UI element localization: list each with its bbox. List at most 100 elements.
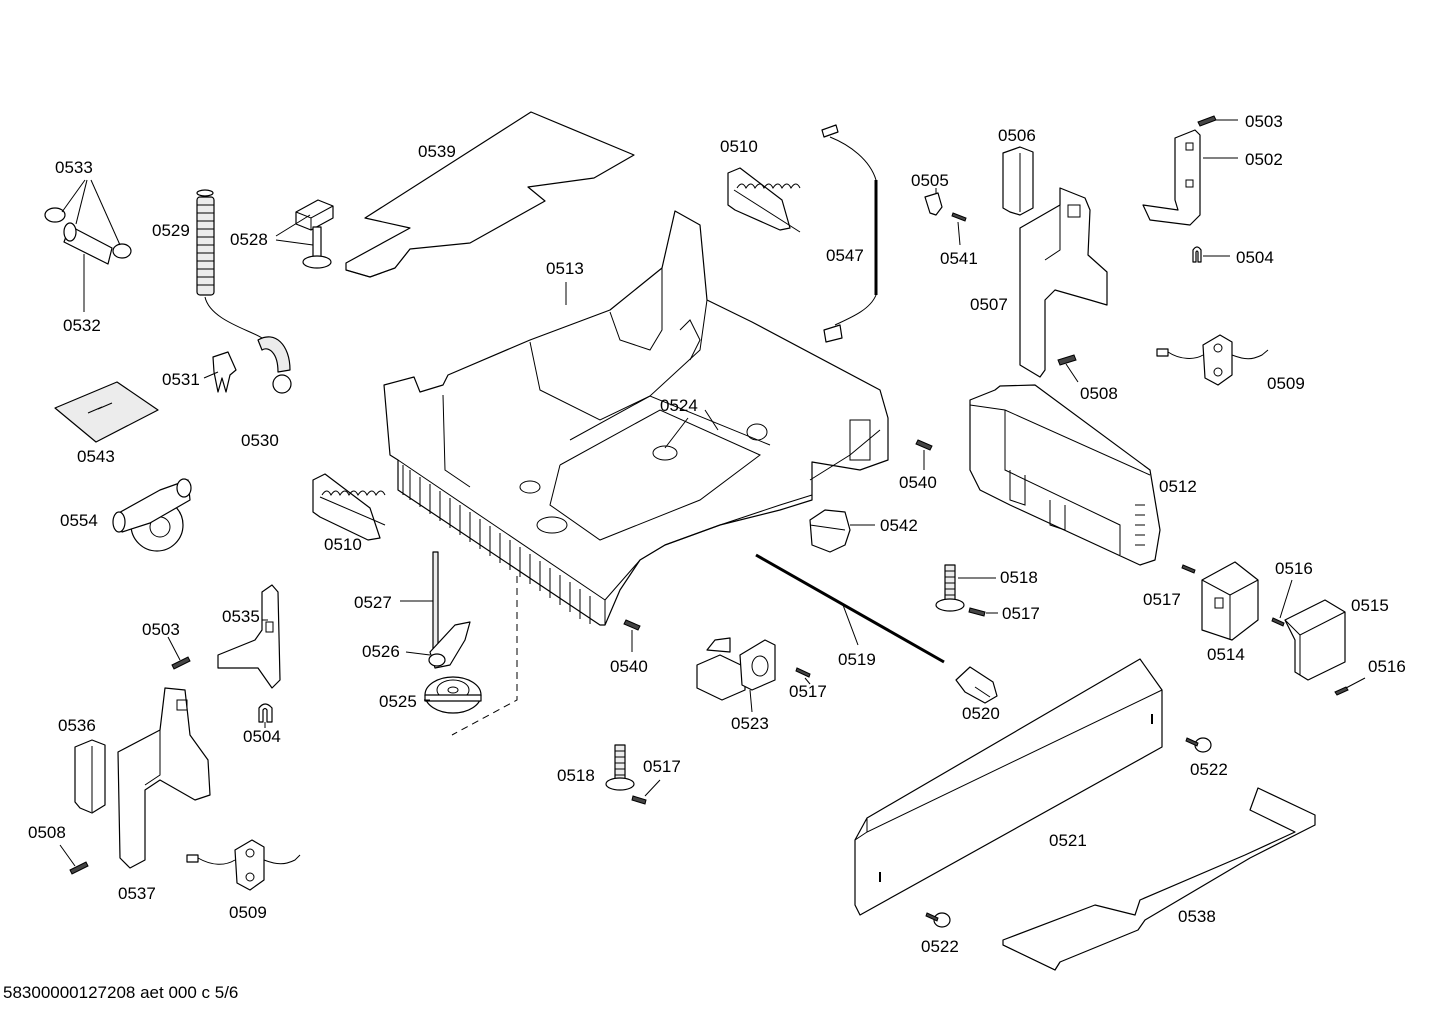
label-0504-top: 0504 xyxy=(1236,248,1274,267)
label-0503-top: 0503 xyxy=(1245,112,1283,131)
part-0520-plug xyxy=(955,666,998,704)
part-0512-control-module xyxy=(969,384,1161,566)
part-0510-spring-bottom xyxy=(312,473,386,541)
label-0532: 0532 xyxy=(63,316,101,335)
part-0522-screw-left xyxy=(925,912,951,928)
part-0504-clip-bottom xyxy=(258,703,273,728)
part-0547-cable xyxy=(821,124,878,343)
part-0521-toe-panel xyxy=(854,658,1163,916)
label-0537: 0537 xyxy=(118,884,156,903)
part-0540-screw-bottom xyxy=(623,619,641,652)
label-0513: 0513 xyxy=(546,259,584,278)
part-0508-screw-bottom xyxy=(59,844,89,875)
label-0539: 0539 xyxy=(418,142,456,161)
part-0504-clip-top xyxy=(1192,246,1230,263)
part-0542-module xyxy=(809,509,875,553)
part-0514-housing xyxy=(1201,561,1259,641)
part-0539-plate xyxy=(345,111,635,278)
label-0519: 0519 xyxy=(838,650,876,669)
part-0503-screw-bottom xyxy=(167,636,191,670)
part-0531-clip xyxy=(203,351,237,393)
part-0529-coil xyxy=(196,189,292,394)
label-0502: 0502 xyxy=(1245,150,1283,169)
label-0522-left: 0522 xyxy=(921,937,959,956)
part-0525-impeller xyxy=(424,676,482,714)
label-0504-bottom: 0504 xyxy=(243,727,281,746)
label-0510-top: 0510 xyxy=(720,137,758,156)
label-0517-d: 0517 xyxy=(643,757,681,776)
label-0535: 0535 xyxy=(222,607,260,626)
part-0515-cover xyxy=(1284,599,1346,681)
label-0543: 0543 xyxy=(77,447,115,466)
label-0529: 0529 xyxy=(152,221,190,240)
label-0509-right: 0509 xyxy=(1267,374,1305,393)
label-0510-bottom: 0510 xyxy=(324,535,362,554)
label-0536: 0536 xyxy=(58,716,96,735)
label-0540-right: 0540 xyxy=(899,473,937,492)
part-0543-bag xyxy=(54,381,159,443)
label-0525: 0525 xyxy=(379,692,417,711)
label-0516-a: 0516 xyxy=(1275,559,1313,578)
part-0517-screw-d xyxy=(631,779,661,805)
part-0536-bracket xyxy=(74,739,106,814)
part-0540-screw-top xyxy=(915,439,933,470)
label-0518-right: 0518 xyxy=(1000,568,1038,587)
label-0517-a: 0517 xyxy=(1002,604,1040,623)
label-0507: 0507 xyxy=(970,295,1008,314)
assembly-axis-line xyxy=(451,576,518,736)
part-0513-base-frame xyxy=(383,210,889,626)
label-0526: 0526 xyxy=(362,642,400,661)
label-0554: 0554 xyxy=(60,511,98,530)
part-0510-spring-top xyxy=(727,167,801,233)
label-0515: 0515 xyxy=(1351,596,1389,615)
label-0509-left: 0509 xyxy=(229,903,267,922)
part-0509-actuator-left xyxy=(186,839,301,891)
label-0530: 0530 xyxy=(241,431,279,450)
part-0527-rod xyxy=(400,551,439,658)
label-0518-bottom: 0518 xyxy=(557,766,595,785)
label-0542: 0542 xyxy=(880,516,918,535)
label-0527: 0527 xyxy=(354,593,392,612)
label-0514: 0514 xyxy=(1207,645,1245,664)
part-0532-hose xyxy=(44,179,132,312)
part-0503-screw-top xyxy=(1197,115,1238,127)
label-0523: 0523 xyxy=(731,714,769,733)
part-0519-rod xyxy=(755,553,945,664)
part-0523-valve xyxy=(696,637,776,713)
part-0518-bolt-bottom xyxy=(605,744,635,791)
part-0554-pump xyxy=(112,478,192,552)
part-0522-screw-right xyxy=(1185,737,1212,753)
part-0517-screw-b xyxy=(1181,564,1196,574)
label-0517-b: 0517 xyxy=(1143,590,1181,609)
label-0533: 0533 xyxy=(55,158,93,177)
label-0503-bottom: 0503 xyxy=(142,620,180,639)
part-0538-plate xyxy=(1002,787,1316,971)
label-0508-bottom: 0508 xyxy=(28,823,66,842)
label-0506: 0506 xyxy=(998,126,1036,145)
label-0512: 0512 xyxy=(1159,477,1197,496)
part-0507-bracket xyxy=(1019,187,1108,378)
label-0522-right: 0522 xyxy=(1190,760,1228,779)
part-0528-clip xyxy=(275,199,334,269)
label-0524: 0524 xyxy=(660,396,698,415)
label-0541: 0541 xyxy=(940,249,978,268)
label-0508-top: 0508 xyxy=(1080,384,1118,403)
part-0508-screw-top xyxy=(1057,354,1079,383)
part-0505-sensor xyxy=(924,188,967,246)
label-0540-bottom: 0540 xyxy=(610,657,648,676)
part-0502-bracket xyxy=(1142,129,1238,226)
label-0521: 0521 xyxy=(1049,831,1087,850)
part-0509-actuator-right xyxy=(1156,334,1269,386)
part-0516-screw-a xyxy=(1271,579,1293,627)
part-0518-bolt-right xyxy=(935,564,996,612)
label-0531: 0531 xyxy=(162,370,200,389)
label-0505: 0505 xyxy=(911,171,949,190)
part-0526-arm xyxy=(405,621,471,669)
part-0506-bracket xyxy=(1002,146,1034,216)
part-0516-screw-b xyxy=(1334,677,1366,696)
part-0535-bracket xyxy=(217,584,281,689)
label-0528: 0528 xyxy=(230,230,268,249)
label-0538: 0538 xyxy=(1178,907,1216,926)
drawing-reference-footer: 58300000127208 aet 000 c 5/6 xyxy=(3,983,238,1002)
